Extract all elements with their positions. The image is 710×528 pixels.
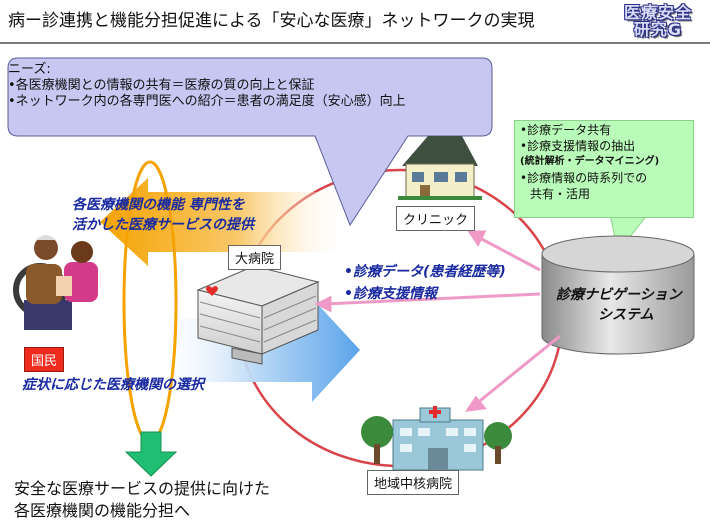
down-arrow [124, 431, 178, 477]
needs-bubble [7, 57, 493, 227]
title-divider [0, 42, 710, 44]
nav-system-line-2: システム [598, 307, 654, 323]
service-arrow [100, 178, 350, 266]
bottom-text: 安全な医療サービスの提供に向けた 各医療機関の機能分担へ [14, 478, 270, 522]
database-cylinder-icon [541, 235, 695, 355]
clinic-house-icon [398, 136, 482, 200]
pink-arrows [314, 230, 561, 412]
info-line: (統計解析・データマイニング) [520, 156, 660, 167]
logo-line-1: 医療安全 [623, 3, 692, 22]
data-flow-line-1: •診療データ(患者経歴等) [344, 264, 506, 280]
service-text-line-2: 活かした医療サービスの提供 [72, 217, 254, 233]
hospital-label: 大病院 [228, 245, 282, 270]
info-line: •診療情報の時系列での [520, 171, 648, 185]
core-hospital-label: 地域中核病院 [367, 470, 460, 495]
nav-system-line-1: 診療ナビゲーション [556, 287, 682, 303]
needs-item: •各医療機関との情報の共有＝医療の質の向上と保証 [8, 78, 315, 93]
people-icon [13, 235, 98, 330]
info-box-text: •診療データ共有 •診療支援情報の抽出 (統計解析・データマイニング) •診療情… [520, 122, 659, 202]
page-title: 病ー診連携と機能分担促進による「安心な医療」ネットワークの実現 [8, 11, 535, 31]
logo: 医療安全 研究G [612, 4, 704, 42]
clinic-label: クリニック [396, 206, 476, 231]
core-hospital-icon [361, 406, 512, 471]
needs-item: •ネットワーク内の各専門医への紹介＝患者の満足度（安心感）向上 [8, 94, 406, 109]
service-text-line-1: 各医療機関の機能 専門性を [72, 197, 245, 213]
needs-heading: ニーズ: [8, 62, 51, 77]
needs-text: ニーズ: •各医療機関との情報の共有＝医療の質の向上と保証 •ネットワーク内の各… [8, 62, 406, 110]
info-line: •診療データ共有 [520, 123, 612, 137]
hospital-building-icon [196, 265, 320, 365]
info-line: •診療支援情報の抽出 [520, 139, 636, 153]
logo-line-2: 研究G [633, 20, 683, 39]
nation-badge: 国民 [24, 347, 65, 372]
bottom-text-line-1: 安全な医療サービスの提供に向けた [14, 479, 271, 498]
data-flow-line-2: •診療支援情報 [344, 286, 437, 302]
info-line: 共有・活用 [530, 187, 591, 201]
selection-text: 症状に応じた医療機関の選択 [22, 377, 204, 393]
info-box [514, 120, 694, 218]
bottom-text-line-2: 各医療機関の機能分担へ [14, 501, 191, 520]
